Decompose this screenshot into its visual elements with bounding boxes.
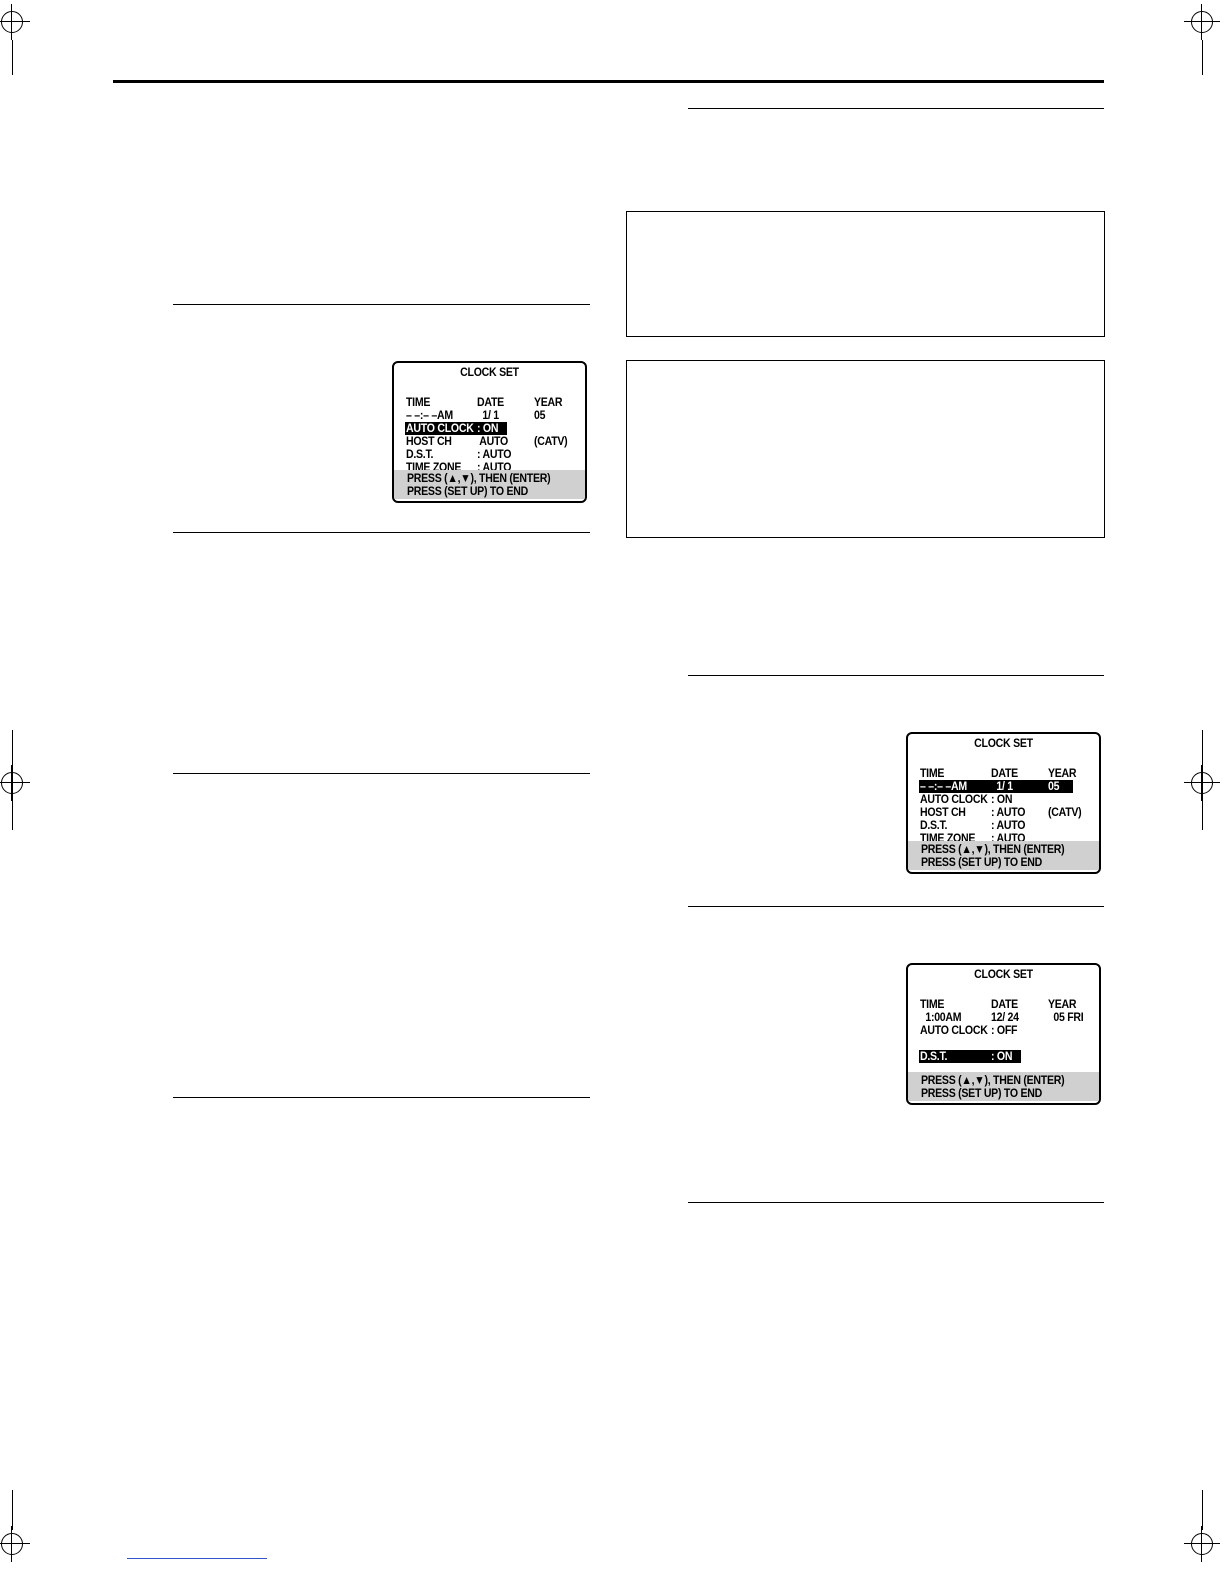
crop-mark-icon (0, 4, 30, 40)
menu-row: AUTO CLOCK: ON (405, 421, 579, 435)
menu-row: – –:– –AM 1/ 1 05 (406, 409, 579, 422)
menu-cell: (CATV) (1048, 805, 1082, 819)
menu-cell: : ON (991, 1049, 1013, 1063)
footer-link-underline (127, 1558, 267, 1559)
menu-cell: – –:– –AM (406, 408, 453, 422)
section-divider (688, 1202, 1104, 1203)
menu-cell: 05 (1048, 779, 1060, 793)
clock-set-screen-dst: CLOCK SET TIME DATE YEAR 1:00AM 12/ 24 05 FR… (906, 963, 1101, 1105)
menu-cell: YEAR (534, 395, 563, 409)
screen-title: CLOCK SET (974, 967, 1033, 981)
menu-row: D.S.T. : AUTO (406, 448, 579, 461)
instruction-line: PRESS (▲,▼), THEN (ENTER) (921, 842, 1065, 856)
screen-instructions: PRESS (▲,▼), THEN (ENTER)PRESS (SET UP) … (908, 1072, 1099, 1101)
selection-highlight (919, 780, 1073, 793)
menu-row: D.S.T. : AUTO (920, 819, 1093, 832)
crop-mark-icon (1184, 4, 1220, 40)
menu-cell: 05 (534, 408, 546, 422)
menu-cell: DATE (991, 997, 1018, 1011)
menu-cell: 12/ 24 (991, 1010, 1019, 1024)
menu-cell: D.S.T. (920, 818, 948, 832)
menu-cell: D.S.T. (406, 447, 434, 461)
menu-row: AUTO CLOCK: OFF (920, 1024, 1093, 1037)
menu-row: 1:00AM 12/ 24 05 FRI (920, 1011, 1093, 1024)
instruction-line: PRESS (▲,▼), THEN (ENTER) (407, 471, 551, 485)
instruction-line: PRESS (SET UP) TO END (921, 855, 1043, 869)
menu-cell: : ON (477, 421, 499, 435)
menu-cell: 1/ 1 (991, 779, 1013, 793)
menu-cell: 1/ 1 (477, 408, 499, 422)
menu-cell: HOST CH (920, 805, 966, 819)
screen-instructions: PRESS (▲,▼), THEN (ENTER)PRESS (SET UP) … (394, 470, 585, 499)
menu-row: – –:– –AM 1/ 1 05 (919, 779, 1093, 793)
crop-line (1202, 730, 1203, 830)
menu-cell: 05 FRI (1048, 1010, 1084, 1024)
menu-cell: 1:00AM (920, 1010, 962, 1024)
menu-cell: DATE (991, 766, 1018, 780)
instruction-line: PRESS (▲,▼), THEN (ENTER) (921, 1073, 1065, 1087)
menu-cell: : AUTO (991, 805, 1026, 819)
menu-cell: TIME (920, 766, 945, 780)
menu-row: TIME DATE YEAR (406, 396, 579, 409)
crop-line (1202, 40, 1203, 75)
instruction-line: PRESS (SET UP) TO END (407, 484, 529, 498)
note-box (626, 211, 1105, 337)
crop-mark-icon (1184, 1526, 1220, 1562)
header-rule (113, 80, 1104, 83)
menu-cell: (CATV) (534, 434, 568, 448)
menu-cell: TIME (920, 997, 945, 1011)
menu-row: D.S.T. : ON (919, 1049, 1093, 1063)
menu-cell: HOST CH (406, 434, 452, 448)
menu-row: TIME DATE YEAR (920, 998, 1093, 1011)
menu-cell: DATE (477, 395, 504, 409)
crop-line (12, 1490, 13, 1530)
menu-cell: – –:– –AM (920, 779, 967, 793)
screen-title: CLOCK SET (974, 736, 1033, 750)
menu-cell: : AUTO (477, 447, 512, 461)
section-divider (173, 532, 590, 533)
menu-cell: AUTO CLOCK (406, 421, 474, 435)
screen-instructions: PRESS (▲,▼), THEN (ENTER)PRESS (SET UP) … (908, 841, 1099, 870)
menu-cell: AUTO CLOCK (920, 1023, 988, 1037)
section-divider (688, 108, 1104, 109)
menu-cell: YEAR (1048, 997, 1077, 1011)
menu-cell: AUTO CLOCK (920, 792, 988, 806)
crop-mark-icon (0, 1526, 30, 1562)
menu-cell: : AUTO (991, 818, 1026, 832)
menu-cell: : ON (991, 792, 1013, 806)
menu-cell: D.S.T. (920, 1049, 948, 1063)
screen-title: CLOCK SET (460, 365, 519, 379)
selection-highlight (919, 1050, 1021, 1063)
note-box (626, 360, 1105, 538)
section-divider (173, 773, 590, 774)
crop-line (12, 730, 13, 830)
section-divider (173, 304, 590, 305)
crop-line (1202, 1490, 1203, 1530)
menu-cell: AUTO (477, 434, 508, 448)
section-divider (688, 906, 1104, 907)
crop-line (12, 40, 13, 75)
menu-cell: TIME (406, 395, 431, 409)
menu-row: HOST CH : AUTO (CATV) (920, 806, 1093, 819)
menu-row: TIME DATE YEAR (920, 767, 1093, 780)
instruction-line: PRESS (SET UP) TO END (921, 1086, 1043, 1100)
menu-cell: YEAR (1048, 766, 1077, 780)
menu-cell: : OFF (991, 1023, 1018, 1037)
menu-row: HOST CH AUTO (CATV) (406, 435, 579, 448)
section-divider (173, 1097, 590, 1098)
menu-row: AUTO CLOCK: ON (920, 793, 1093, 806)
selection-highlight (405, 422, 507, 435)
section-divider (688, 675, 1104, 676)
